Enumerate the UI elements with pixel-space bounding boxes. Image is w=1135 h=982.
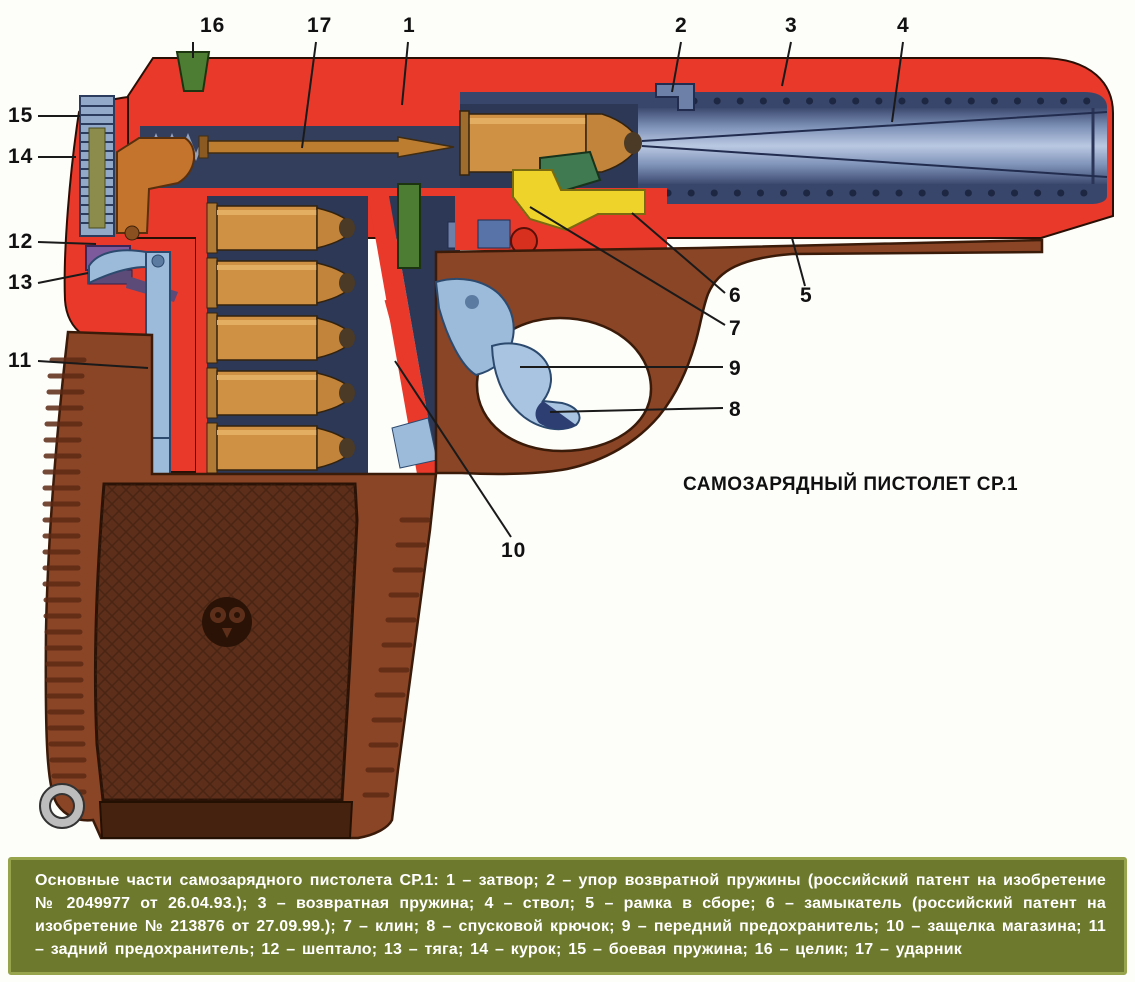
magazine-baseplate [98,801,354,839]
barrel-assembly [459,83,1108,204]
callout-10: 10 [501,539,527,562]
recoil-spring-stop-part [655,83,695,111]
hammer-part [116,137,195,241]
callout-15: 15 [8,104,34,127]
callout-4: 4 [897,14,910,37]
magazine-cartridge [206,422,355,474]
callout-5: 5 [800,284,813,307]
locking-cluster [455,150,667,255]
striker-part [207,136,455,158]
pistol-cutaway-illustration [37,41,1114,840]
frontstrap-serrations [362,517,431,798]
callout-6: 6 [729,284,742,307]
callout-14: 14 [8,145,34,168]
callout-12: 12 [8,230,34,253]
callout-1: 1 [403,14,416,37]
rear-sight-part [175,51,211,92]
trigger-part [490,342,581,431]
grip-assembly [39,330,438,840]
slide-catch-green-part [397,183,421,269]
caption-text: Основные части самозарядного пистолета С… [35,872,1106,959]
caption-box: Основные части самозарядного пистолета С… [8,857,1127,975]
magazine-cartridge [206,257,355,309]
magazine-cartridge [206,202,355,254]
striker-collar [198,135,209,159]
callout-3: 3 [785,14,798,37]
callout-9: 9 [729,357,742,380]
callout-8: 8 [729,398,742,421]
diagram-title: САМОЗАРЯДНЫЙ ПИСТОЛЕТ СР.1 [683,474,1019,495]
lanyard-ring [39,783,85,829]
callout-2: 2 [675,14,688,37]
callout-11: 11 [8,349,33,372]
mainspring-part [79,95,115,237]
backstrap-serrations [42,357,87,795]
leader-lines [37,41,904,538]
magazine-cartridge [206,312,355,364]
callout-7: 7 [729,317,742,340]
callout-16: 16 [200,14,226,37]
callout-17: 17 [307,14,333,37]
bore-lines [641,111,1108,178]
grip-owl-emblem [202,597,252,647]
magazine-assembly [196,183,475,474]
locking-piece-part [512,169,646,232]
callout-13: 13 [8,271,34,294]
magazine-cartridge [206,367,355,419]
